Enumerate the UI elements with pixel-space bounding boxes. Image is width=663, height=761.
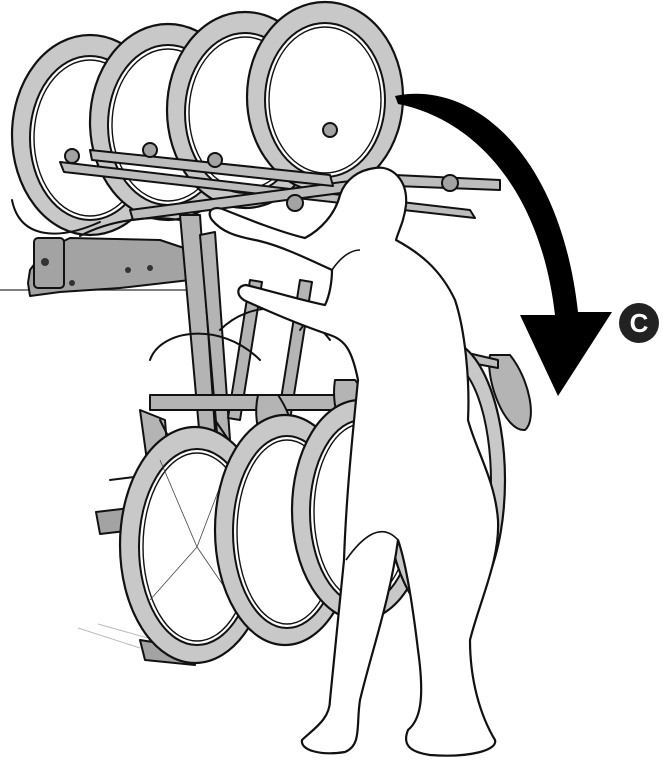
upper-wheel-4 — [247, 2, 403, 192]
step-badge: C — [619, 303, 659, 343]
